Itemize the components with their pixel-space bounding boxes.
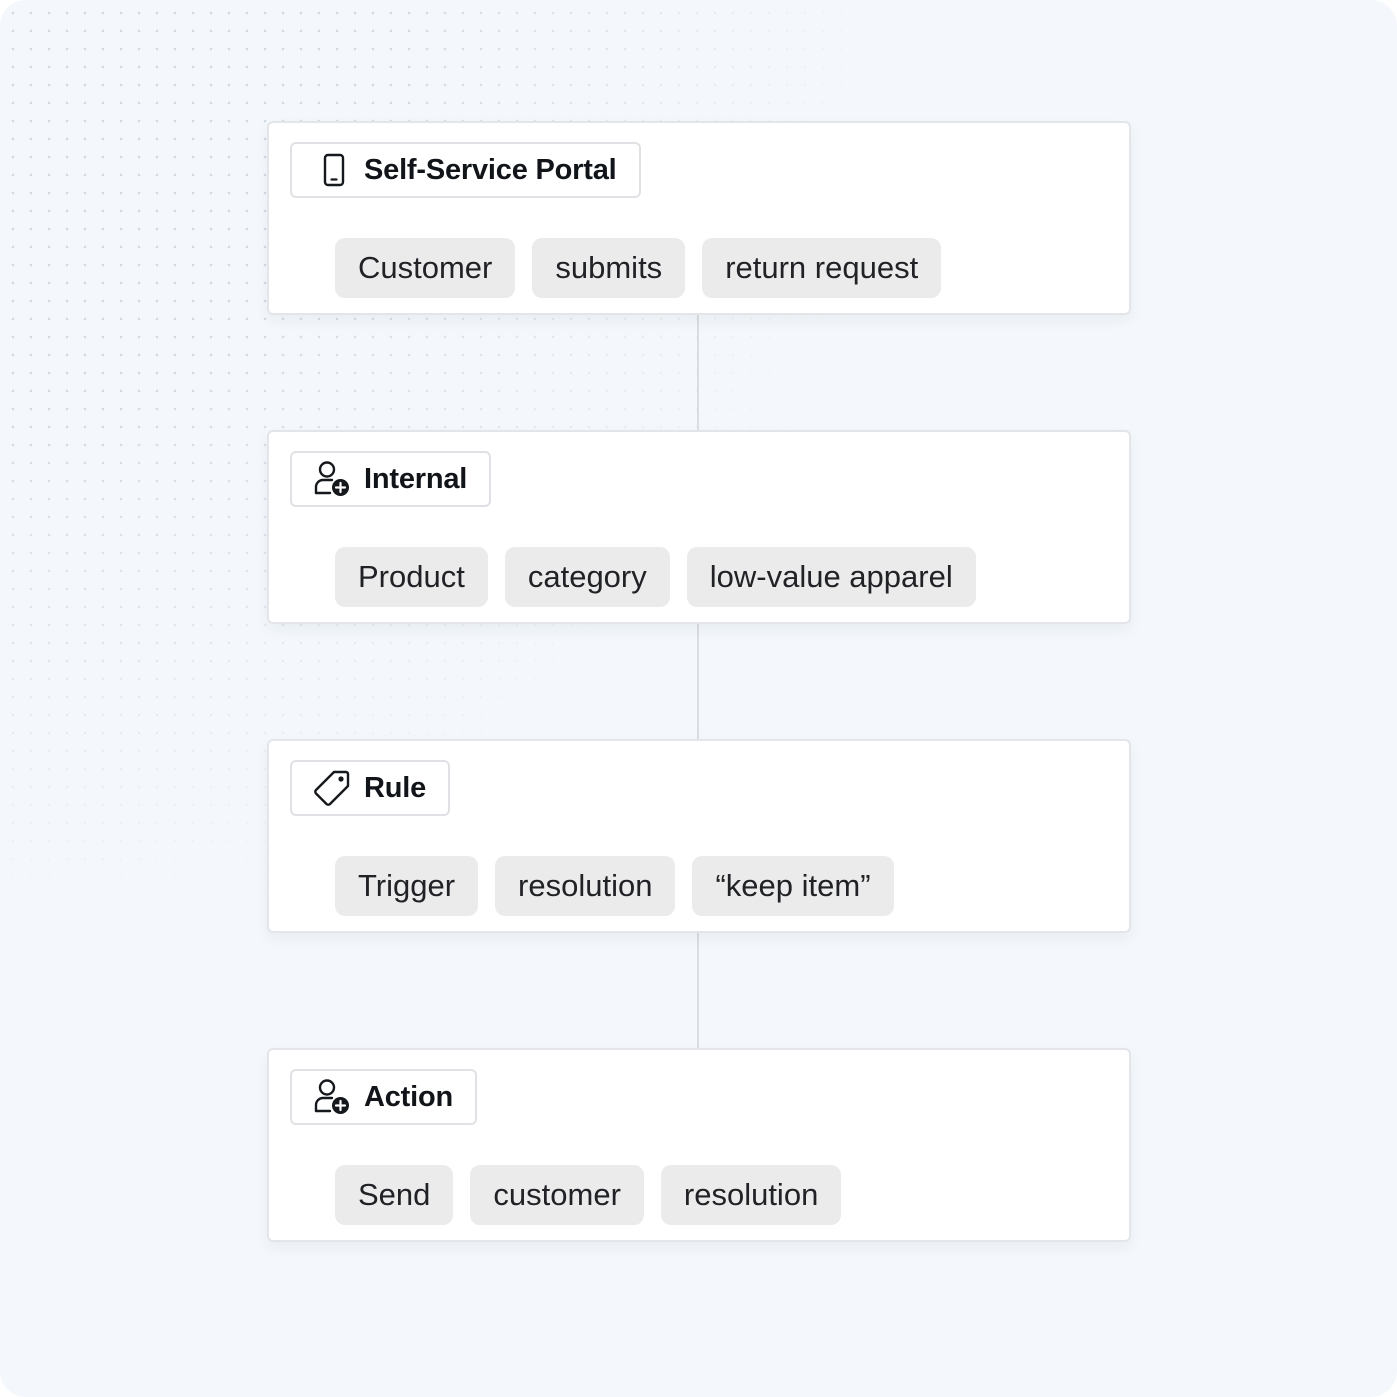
phone-icon: [314, 150, 354, 190]
token-chip[interactable]: low-value apparel: [686, 547, 976, 607]
token-chip[interactable]: resolution: [495, 856, 676, 916]
token-chip[interactable]: “keep item”: [692, 856, 894, 916]
token-chip[interactable]: Send: [335, 1165, 454, 1225]
token-chip[interactable]: Trigger: [335, 856, 479, 916]
token-chip[interactable]: Product: [335, 547, 488, 607]
token-chip[interactable]: submits: [532, 238, 686, 298]
connector-line: [697, 932, 699, 1050]
workflow-step-card[interactable]: Self-Service Portal Customer submits ret…: [267, 121, 1131, 315]
token-chip[interactable]: Customer: [335, 238, 516, 298]
token-list: Customer submits return request: [335, 238, 942, 298]
step-header-title: Internal: [364, 462, 468, 495]
token-chip[interactable]: return request: [702, 238, 942, 298]
step-header-title: Rule: [364, 771, 427, 804]
connector-line: [697, 623, 699, 741]
tag-icon: [312, 768, 352, 808]
step-header-tag[interactable]: Rule: [290, 760, 451, 816]
token-chip[interactable]: category: [504, 547, 670, 607]
user-add-icon: [312, 459, 352, 499]
step-header-title: Self-Service Portal: [364, 153, 617, 186]
token-chip[interactable]: customer: [470, 1165, 644, 1225]
workflow-step-card[interactable]: Internal Product category low-value appa…: [267, 430, 1131, 624]
workflow-step-card[interactable]: Action Send customer resolution: [267, 1048, 1131, 1242]
step-header-tag[interactable]: Self-Service Portal: [290, 142, 641, 198]
token-list: Trigger resolution “keep item”: [335, 856, 894, 916]
token-chip[interactable]: resolution: [660, 1165, 842, 1225]
token-list: Product category low-value apparel: [335, 547, 976, 607]
step-header-title: Action: [364, 1080, 454, 1113]
workflow-step-card[interactable]: Rule Trigger resolution “keep item”: [267, 739, 1131, 933]
user-add-icon: [312, 1077, 352, 1117]
token-list: Send customer resolution: [335, 1165, 842, 1225]
step-header-tag[interactable]: Action: [290, 1069, 478, 1125]
connector-line: [697, 314, 699, 432]
step-header-tag[interactable]: Internal: [290, 451, 492, 507]
